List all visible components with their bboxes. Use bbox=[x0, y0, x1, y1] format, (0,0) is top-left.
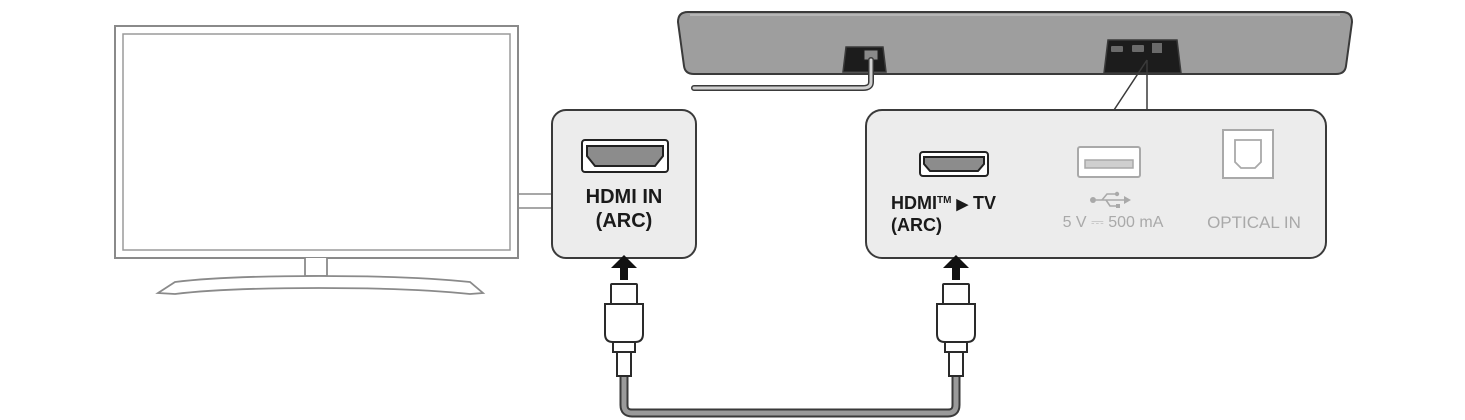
tv-stand-neck bbox=[304, 258, 328, 277]
arrow-up-right-icon bbox=[943, 255, 969, 280]
soundbar-hdmi-port-icon bbox=[919, 151, 989, 177]
soundbar-hdmi-label-line2: (ARC) bbox=[891, 215, 942, 235]
tv-port-label-line1: HDMI IN bbox=[585, 186, 663, 208]
recess-hdmi-port bbox=[1111, 46, 1123, 52]
hdmi-cable bbox=[604, 255, 976, 418]
arrow-up-left-icon bbox=[611, 255, 637, 280]
hdmi-plug-left bbox=[604, 283, 644, 377]
tv-callout-pointer bbox=[518, 193, 552, 209]
hdmi-label-tm: TM bbox=[937, 195, 952, 206]
soundbar-callout-pointer bbox=[1113, 59, 1148, 111]
recess-usb-port bbox=[1132, 45, 1144, 52]
tv-port-panel bbox=[551, 109, 697, 259]
soundbar-hdmi-label: HDMITM ▶ TV bbox=[891, 193, 996, 214]
hdmi-label-target: TV bbox=[973, 193, 997, 213]
soundbar-port-panel bbox=[865, 109, 1327, 259]
tv-stand-base bbox=[155, 275, 486, 295]
hdmi-plug-right bbox=[936, 283, 976, 377]
hdmi-label-prefix: HDMI bbox=[891, 193, 937, 213]
tv-screen bbox=[122, 33, 511, 251]
hdmi-cable-wire bbox=[619, 376, 961, 418]
optical-port-icon bbox=[1222, 129, 1274, 179]
usb-rating-label: 5 V ⎓ 500 mA bbox=[1062, 214, 1164, 231]
hdmi-label-arrow: ▶ bbox=[956, 196, 969, 213]
tv-hdmi-port-icon bbox=[581, 139, 669, 173]
soundbar-body bbox=[676, 11, 1354, 75]
recess-optical-port bbox=[1152, 43, 1162, 53]
soundbar bbox=[676, 11, 1354, 111]
tv-port-label-line2: (ARC) bbox=[595, 210, 653, 232]
usb-port-icon bbox=[1077, 146, 1141, 178]
tv bbox=[114, 25, 552, 295]
optical-in-label: OPTICAL IN bbox=[1207, 213, 1301, 232]
usb-icon bbox=[1090, 191, 1131, 208]
